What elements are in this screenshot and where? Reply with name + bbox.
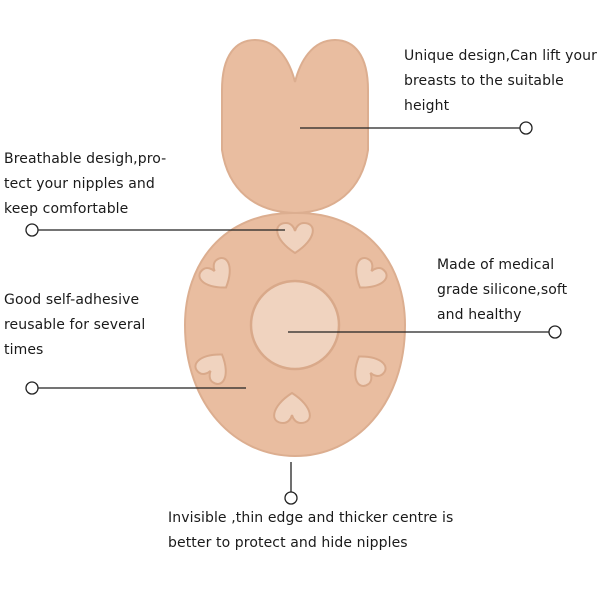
callout-breathable: Breathable desigh,pro- tect your nipples…	[4, 147, 166, 222]
center-round-pad	[249, 279, 341, 371]
callout-line: reusable for several	[4, 317, 146, 333]
callout-line: times	[4, 342, 44, 358]
callout-line: Good self-adhesive	[4, 292, 140, 308]
callout-line: Invisible ,thin edge and thicker centre …	[168, 510, 454, 526]
callout-self-adhesive: Good self-adhesive reusable for several …	[4, 288, 145, 363]
callout-unique-design: Unique design,Can lift your breasts to t…	[404, 44, 597, 119]
heart-patch-top	[276, 221, 314, 255]
leader-dot-invisible-edge	[284, 491, 298, 505]
callout-line: better to protect and hide nipples	[168, 535, 408, 551]
leader-dot-unique-design	[519, 121, 533, 135]
callout-line: Unique design,Can lift your	[404, 48, 597, 64]
leader-dot-medical-grade	[548, 325, 562, 339]
callout-invisible-edge: Invisible ,thin edge and thicker centre …	[168, 506, 453, 556]
leader-dot-breathable	[25, 223, 39, 237]
callout-line: Breathable desigh,pro-	[4, 151, 167, 167]
heart-patch-lower-right	[354, 355, 387, 387]
callout-line: height	[404, 98, 450, 114]
heart-patch-lower-left	[194, 353, 227, 385]
heart-patch-upper-left	[198, 257, 231, 289]
callout-line: Made of medical	[437, 257, 555, 273]
leader-dot-self-adhesive	[25, 381, 39, 395]
callout-line: grade silicone,soft	[437, 282, 568, 298]
heart-patch-bottom	[273, 391, 311, 425]
callout-line: tect your nipples and	[4, 176, 155, 192]
callout-line: and healthy	[437, 307, 522, 323]
callout-line: breasts to the suitable	[404, 73, 564, 89]
heart-patches	[194, 221, 388, 425]
callout-line: keep comfortable	[4, 201, 129, 217]
callout-medical-grade: Made of medical grade silicone,soft and …	[437, 253, 567, 328]
heart-patch-upper-right	[355, 257, 388, 289]
leader-lines	[25, 121, 562, 505]
